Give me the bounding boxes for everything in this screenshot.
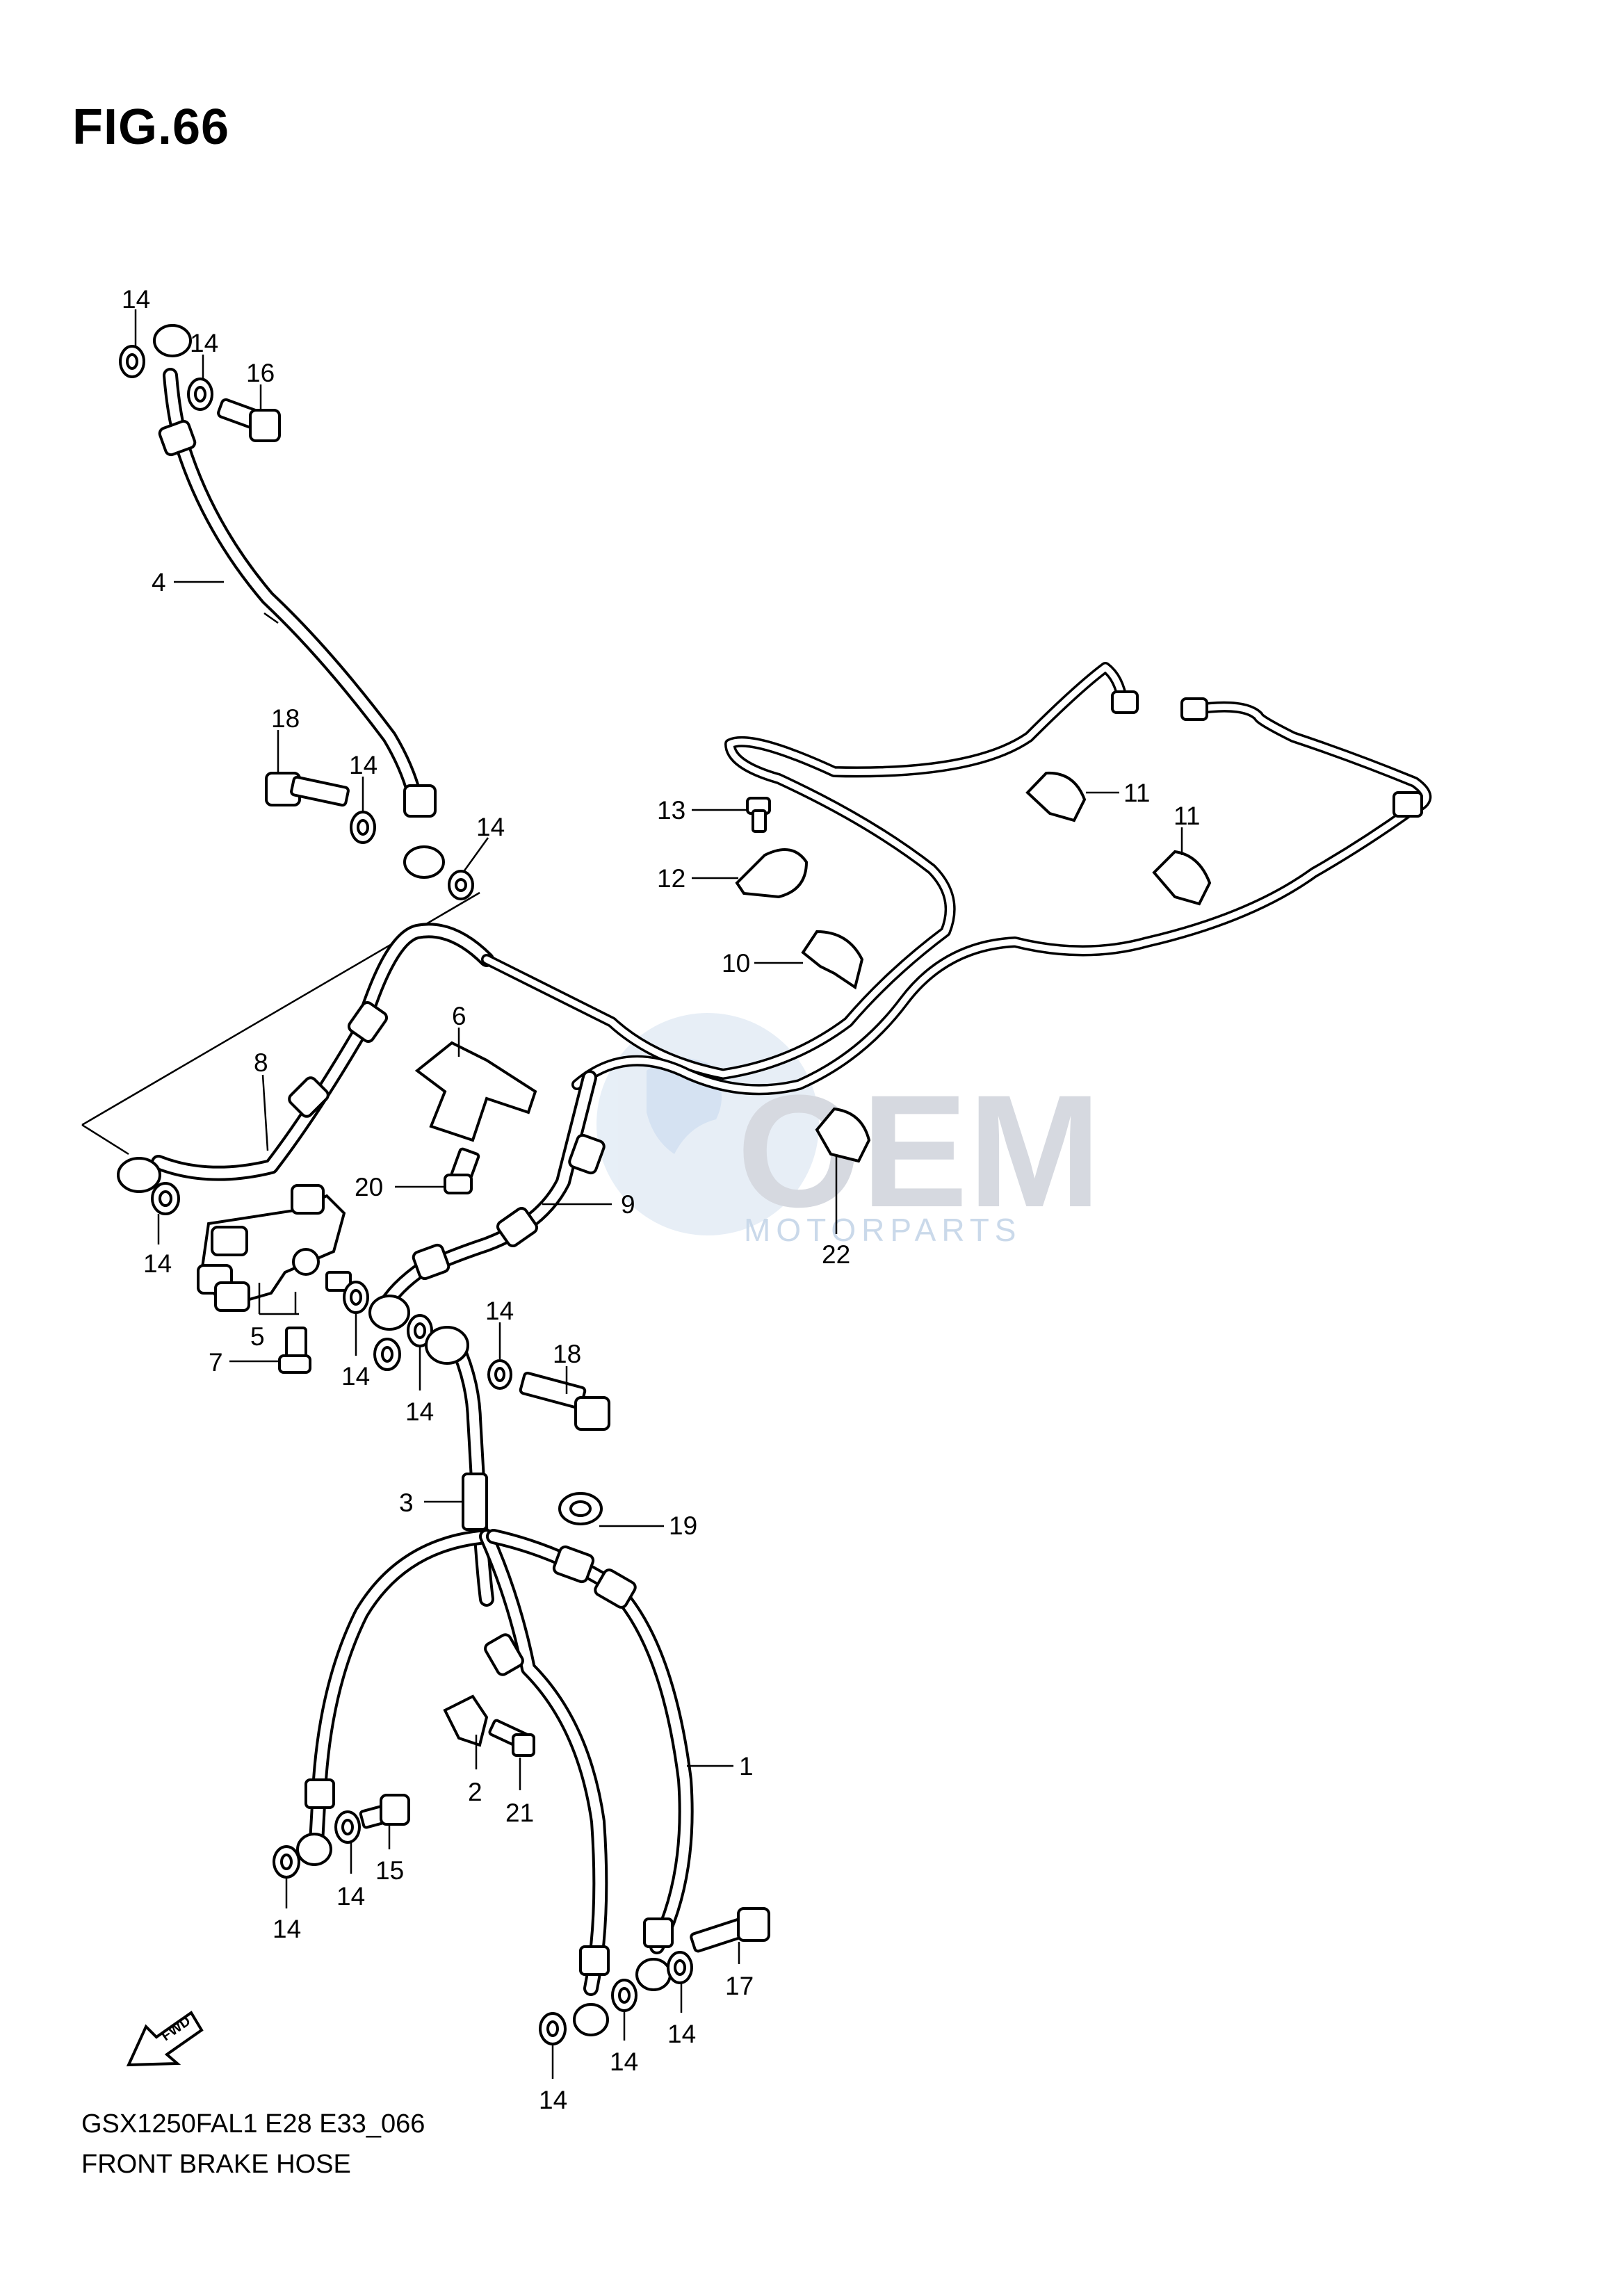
callout-14: 14 xyxy=(485,1297,514,1325)
callout-9: 9 xyxy=(621,1190,635,1219)
bolt-15 xyxy=(359,1794,410,1829)
watermark-sub: MOTORPARTS xyxy=(744,1212,1021,1248)
callout-22: 22 xyxy=(822,1240,850,1269)
washer-14-low-a xyxy=(273,1845,300,1879)
hose-4 xyxy=(153,324,445,879)
callout-14: 14 xyxy=(476,813,505,841)
figure-title: FIG.66 xyxy=(72,99,230,155)
callout-14: 14 xyxy=(273,1915,301,1943)
watermark-brand: OEM xyxy=(737,1062,1101,1240)
hose-3 xyxy=(425,1326,494,1607)
washer-14-low-d xyxy=(611,1979,638,2012)
washer-14-union-left xyxy=(151,1182,180,1215)
washer-14-hose3-a xyxy=(373,1338,401,1371)
callout-14: 14 xyxy=(610,2047,638,2076)
bolt-13 xyxy=(746,797,771,833)
callout-20: 20 xyxy=(355,1173,383,1201)
callout-14: 14 xyxy=(539,2086,567,2114)
callout-4: 4 xyxy=(152,568,166,597)
clamp-11-lower xyxy=(1152,850,1212,906)
washer-14-junction-b xyxy=(407,1314,433,1347)
callout-19: 19 xyxy=(669,1511,697,1540)
callout-14: 14 xyxy=(341,1362,370,1390)
clamp-10 xyxy=(801,930,864,990)
callout-16: 16 xyxy=(246,359,275,387)
fwd-arrow: FWD xyxy=(126,2011,204,2067)
callout-1: 1 xyxy=(739,1752,754,1781)
bolt-7 xyxy=(278,1327,311,1374)
washer-14-low-b xyxy=(334,1810,361,1844)
washer-14-low-c xyxy=(539,2012,567,2045)
callout-14: 14 xyxy=(667,2020,696,2048)
clamp-19 xyxy=(558,1492,603,1525)
callout-15: 15 xyxy=(375,1856,404,1885)
callout-5: 5 xyxy=(250,1322,265,1351)
junction-block-5 xyxy=(197,1184,352,1312)
bolt-20 xyxy=(444,1147,480,1194)
washer-14-top-a xyxy=(119,345,145,378)
callout-18: 18 xyxy=(553,1340,581,1368)
callout-14: 14 xyxy=(190,329,218,357)
callout-6: 6 xyxy=(452,1002,466,1030)
callout-10: 10 xyxy=(722,949,750,978)
washer-14-hose3-b xyxy=(487,1359,512,1390)
bracket-6 xyxy=(414,1041,537,1142)
callout-2: 2 xyxy=(468,1778,482,1806)
callout-14: 14 xyxy=(336,1882,365,1911)
callout-3: 3 xyxy=(399,1489,414,1517)
clamp-12 xyxy=(735,848,809,899)
hose-8 xyxy=(117,923,494,1193)
callout-11: 11 xyxy=(1123,779,1150,807)
oem-watermark: OEM MOTORPARTS xyxy=(596,1013,1101,1248)
washer-14-mid-b xyxy=(448,870,474,900)
callout-13: 13 xyxy=(657,796,685,825)
hose-1 xyxy=(296,1529,694,2036)
callout-leaders xyxy=(134,309,1183,2079)
clamp-22 xyxy=(815,1107,871,1163)
callout-12: 12 xyxy=(657,864,685,893)
clamp-11-upper xyxy=(1025,771,1087,822)
bracket-2 xyxy=(443,1694,489,1747)
bolt-18-lower xyxy=(519,1371,610,1431)
hose-9 xyxy=(368,1070,606,1331)
diagram-code: GSX1250FAL1 E28 E33_066 xyxy=(81,2109,425,2139)
callout-21: 21 xyxy=(505,1799,534,1827)
callout-14: 14 xyxy=(143,1249,172,1278)
washer-14-top-b xyxy=(187,378,213,411)
bolt-16 xyxy=(217,398,281,442)
diagram-name: FRONT BRAKE HOSE xyxy=(81,2150,351,2179)
washer-14-low-e xyxy=(667,1951,693,1984)
metal-brake-pipes xyxy=(481,662,1432,1096)
washer-14-junction-a xyxy=(343,1281,369,1314)
callout-7: 7 xyxy=(209,1348,223,1377)
bolt-18-upper xyxy=(265,772,350,807)
callout-14: 14 xyxy=(405,1397,434,1426)
bolt-17 xyxy=(690,1907,770,1953)
callout-17: 17 xyxy=(725,1972,754,2000)
callout-11: 11 xyxy=(1174,802,1200,830)
callout-labels: 14 14 16 4 18 14 14 13 12 11 11 10 6 8 2… xyxy=(122,285,1200,2114)
callout-14: 14 xyxy=(122,285,150,314)
washer-14-mid-a xyxy=(350,811,376,844)
bolt-21 xyxy=(488,1719,535,1757)
callout-8: 8 xyxy=(254,1048,268,1077)
callout-14: 14 xyxy=(349,751,377,779)
callout-18: 18 xyxy=(271,704,300,733)
